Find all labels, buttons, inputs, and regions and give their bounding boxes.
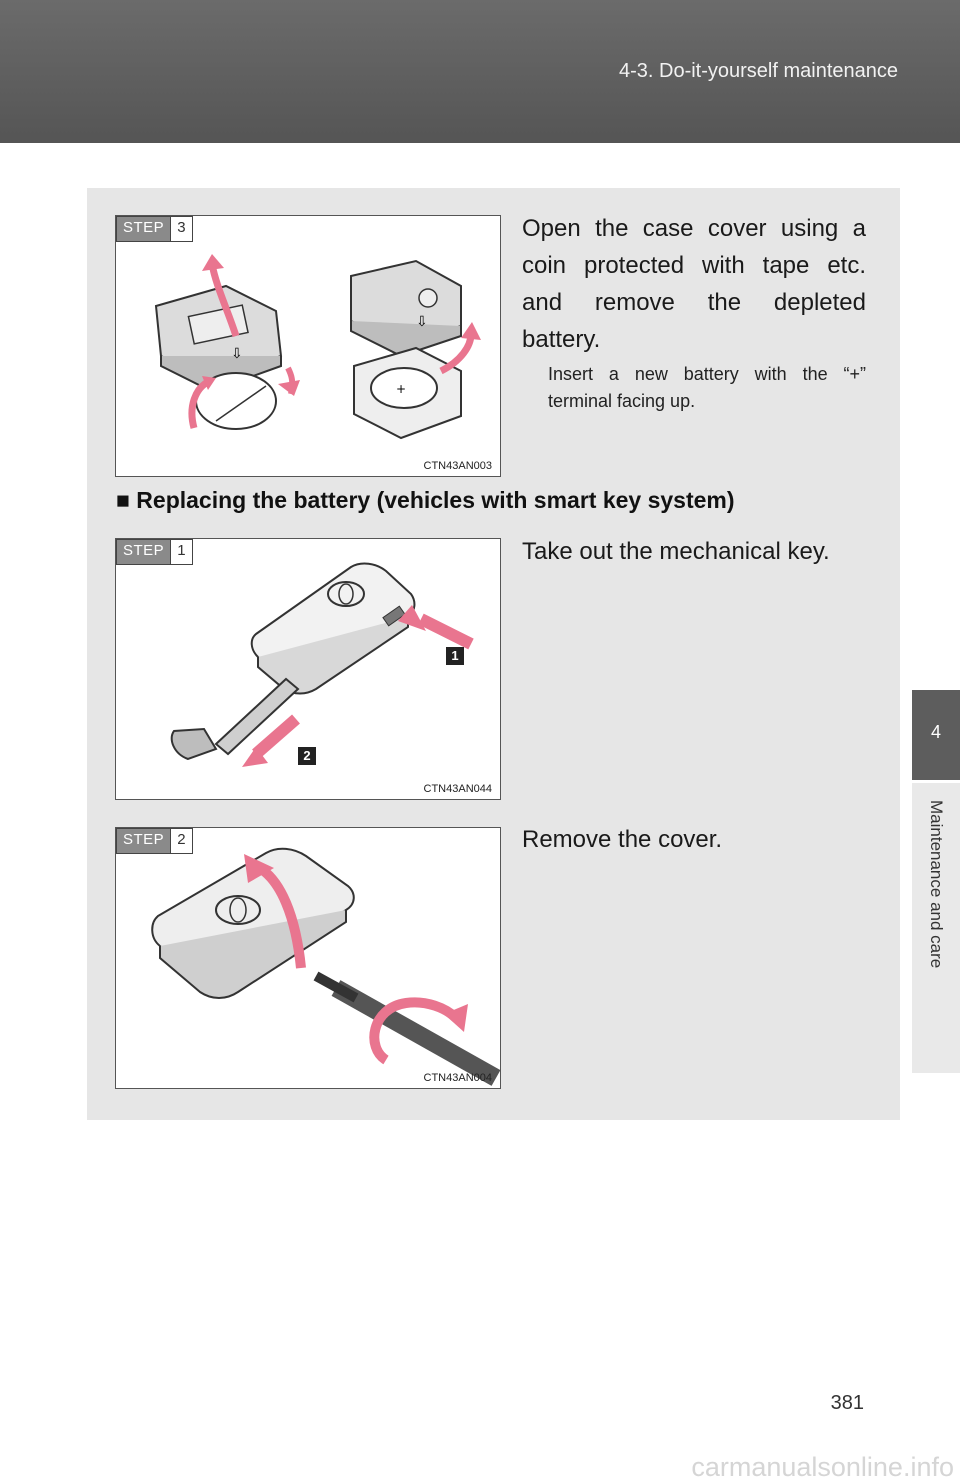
step-1-instruction: Take out the mechanical key.: [522, 538, 830, 565]
chapter-label: Maintenance and care: [927, 800, 946, 969]
remove-cover-illustration: [151, 847, 500, 1086]
figure-step-3: ⇩ ⇩ + STEP 3 CTN43AN003: [115, 215, 501, 477]
step-badge: STEP 2: [116, 828, 193, 854]
figure-code: CTN43AN044: [423, 783, 492, 795]
figure-step-1: STEP 1 1 2 CTN43AN044: [115, 538, 501, 800]
svg-text:+: +: [396, 382, 406, 396]
section-heading: ■ Replacing the battery (vehicles with s…: [116, 487, 735, 514]
step-number: 3: [170, 217, 192, 241]
svg-text:⇩: ⇩: [416, 314, 428, 330]
figure-step-2: STEP 2 CTN43AN004: [115, 827, 501, 1089]
svg-text:⇩: ⇩: [231, 346, 243, 362]
step-3-instruction: Open the case cover using a coin protect…: [522, 215, 866, 353]
step-3-note: Insert a new battery with the “+” termin…: [548, 364, 866, 411]
chapter-side-band: [912, 783, 960, 1073]
step-word: STEP: [117, 540, 171, 564]
battery-case-illustration: ⇩ ⇩ +: [154, 254, 481, 440]
callout-2: 2: [303, 748, 311, 763]
section-heading-text: Replacing the battery (vehicles with sma…: [136, 487, 735, 513]
watermark: carmanualsonline.info: [691, 1452, 954, 1482]
chapter-number: 4: [930, 722, 941, 742]
page-header: 4-3. Do-it-yourself maintenance: [0, 0, 960, 143]
chapter-tab[interactable]: 4: [912, 690, 960, 780]
figure-code: CTN43AN004: [423, 1072, 492, 1084]
page-number: 381: [830, 1392, 864, 1414]
callout-1: 1: [451, 648, 459, 663]
step-number: 1: [170, 540, 192, 564]
section-bullet: ■: [116, 487, 130, 513]
smart-key-illustration: [170, 562, 474, 767]
step-word: STEP: [117, 217, 171, 241]
figure-code: CTN43AN003: [423, 460, 492, 472]
section-title: 4-3. Do-it-yourself maintenance: [618, 60, 898, 82]
step-badge: STEP 3: [116, 216, 193, 242]
step-badge: STEP 1: [116, 539, 193, 565]
step-number: 2: [170, 829, 192, 853]
step-word: STEP: [117, 829, 171, 853]
step-2-instruction: Remove the cover.: [522, 826, 723, 853]
